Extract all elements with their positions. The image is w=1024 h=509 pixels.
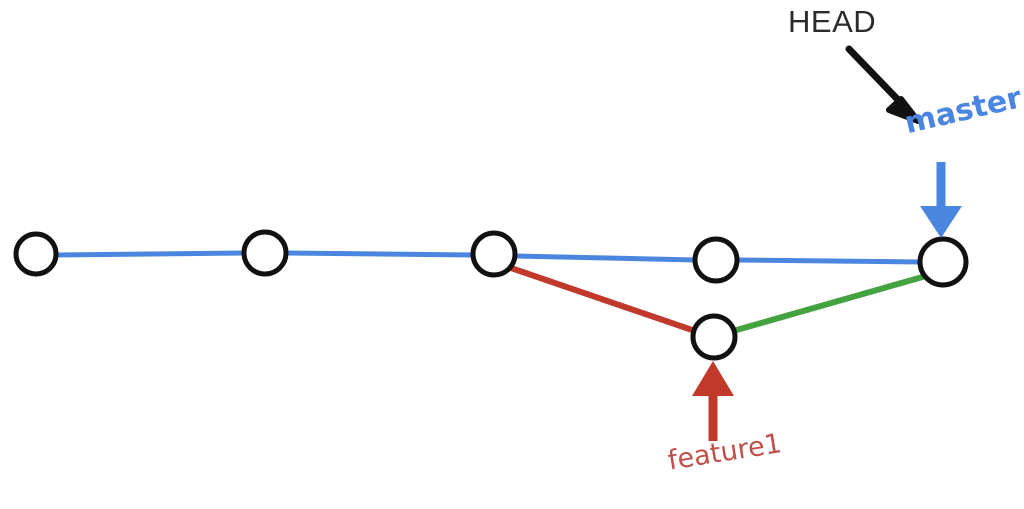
feature-edge-3-f1 [508, 265, 698, 334]
head-pointer-arrow-icon [845, 45, 921, 124]
master-edge-1-2 [53, 250, 248, 258]
commit-node-2[interactable] [241, 229, 289, 277]
head-label: HEAD [788, 4, 877, 39]
master-pointer-arrow-icon [920, 162, 962, 238]
commit-nodes-layer [13, 229, 969, 361]
master-edge-4-5 [734, 257, 924, 265]
commit-node-4[interactable] [692, 236, 740, 284]
merge-edge-f1-5 [730, 273, 929, 334]
feature1-pointer-arrow-icon [692, 361, 734, 441]
commit-node-5-merge[interactable] [917, 236, 969, 288]
commit-node-feature1[interactable] [690, 313, 738, 361]
master-edge-2-3 [283, 250, 477, 258]
commit-node-1[interactable] [13, 231, 59, 277]
master-edge-3-4 [512, 253, 699, 263]
edges-layer [53, 250, 929, 334]
commit-node-3-branch-point[interactable] [470, 230, 518, 278]
